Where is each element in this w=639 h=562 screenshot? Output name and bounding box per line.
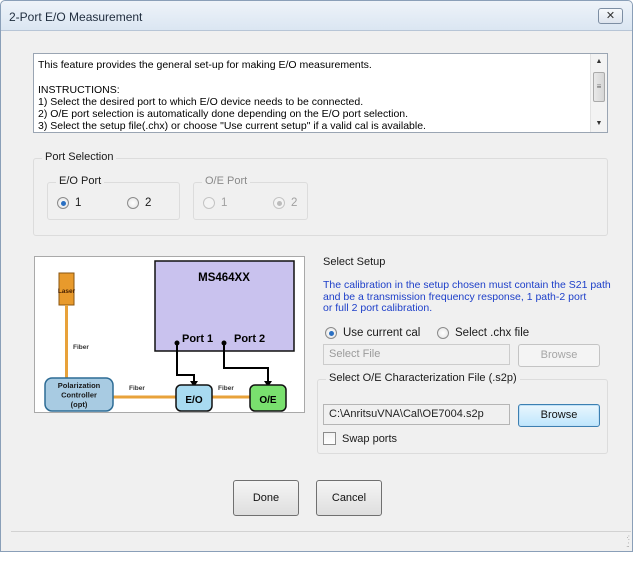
dialog-window: 2-Port E/O Measurement ✕ This feature pr… [0, 0, 633, 552]
radio-unselected-icon [203, 197, 215, 209]
done-button[interactable]: Done [233, 480, 299, 516]
oe-characterization-group: Select O/E Characterization File (.s2p) [317, 372, 608, 454]
eo-port-title: E/O Port [56, 175, 105, 187]
fiber-label-right: Fiber [218, 385, 234, 392]
status-bar: ·:.: [11, 531, 631, 550]
polarization-label-line3: (opt) [71, 400, 88, 409]
setup-file-input: Select File [323, 344, 510, 365]
radio-selected-icon [325, 327, 337, 339]
arrow-down-icon [264, 381, 272, 387]
instrument-box [154, 260, 295, 352]
oe-file-path-input[interactable]: C:\AnritsuVNA\Cal\OE7004.s2p [323, 404, 510, 425]
eo-port-radio-2[interactable]: 2 [127, 197, 151, 209]
arrow-down-icon [190, 381, 198, 387]
polarization-label-line2: Controller [61, 391, 97, 400]
description-scrollbar[interactable]: ▲ ≡ ▼ [590, 54, 607, 132]
port-selection-group: Port Selection E/O Port 1 2 O/E Port 1 2 [33, 151, 608, 236]
rf-cable-port1 [176, 345, 195, 385]
checkbox-unchecked-icon [323, 432, 336, 445]
eo-port-group: E/O Port 1 2 [47, 175, 180, 220]
port2-label: Port 2 [234, 333, 265, 345]
eo-box [175, 384, 213, 412]
use-current-cal-radio[interactable]: Use current cal [325, 327, 420, 339]
polarization-label-line1: Polarization [58, 381, 101, 390]
scroll-up-icon[interactable]: ▲ [595, 58, 603, 65]
select-setup-title: Select Setup [323, 256, 386, 268]
description-textarea[interactable]: This feature provides the general set-up… [33, 53, 608, 133]
radio-unselected-icon [127, 197, 139, 209]
oe-port-radio-2: 2 [273, 197, 297, 209]
description-text: This feature provides the general set-up… [38, 59, 426, 133]
window-title: 2-Port E/O Measurement [9, 10, 143, 24]
port1-label: Port 1 [182, 333, 213, 345]
radio-selected-icon [57, 197, 69, 209]
title-bar: 2-Port E/O Measurement ✕ [1, 1, 632, 31]
fiber-label-left: Fiber [129, 385, 145, 392]
close-icon: ✕ [605, 10, 616, 22]
oe-label: O/E [259, 395, 277, 406]
oe-characterization-title: Select O/E Characterization File (.s2p) [326, 372, 520, 384]
oe-browse-button[interactable]: Browse [518, 404, 600, 427]
oe-port-radio-1: 1 [203, 197, 227, 209]
swap-ports-checkbox[interactable]: Swap ports [323, 432, 397, 445]
port1-connector [174, 340, 180, 346]
rf-cable-port2 [223, 345, 269, 385]
radio-selected-icon [273, 197, 285, 209]
close-button[interactable]: ✕ [598, 8, 623, 24]
select-setup-note: The calibration in the setup chosen must… [323, 279, 611, 315]
setup-browse-button: Browse [518, 344, 600, 367]
radio-unselected-icon [437, 327, 449, 339]
select-chx-file-radio[interactable]: Select .chx file [437, 327, 529, 339]
eo-port-radio-1[interactable]: 1 [57, 197, 81, 209]
eo-label: E/O [185, 395, 202, 406]
scroll-down-icon[interactable]: ▼ [595, 120, 603, 127]
oe-port-group: O/E Port 1 2 [193, 175, 308, 220]
cancel-button[interactable]: Cancel [316, 480, 382, 516]
setup-diagram-svg: MS464XX Port 1 Port 2 Laser Fiber Fiber … [44, 260, 295, 412]
laser-label: Laser [58, 288, 76, 295]
port-selection-title: Port Selection [42, 151, 117, 163]
resize-grip-icon[interactable]: ·:.: [626, 533, 630, 549]
setup-diagram: MS464XX Port 1 Port 2 Laser Fiber Fiber … [34, 256, 305, 413]
scrollbar-thumb[interactable]: ≡ [593, 72, 605, 102]
oe-port-title: O/E Port [202, 175, 251, 187]
oe-box [249, 384, 287, 412]
fiber-label-vertical: Fiber [73, 344, 89, 351]
instrument-label: MS464XX [198, 272, 250, 284]
polarization-controller-box [44, 377, 114, 412]
port2-connector [221, 340, 227, 346]
